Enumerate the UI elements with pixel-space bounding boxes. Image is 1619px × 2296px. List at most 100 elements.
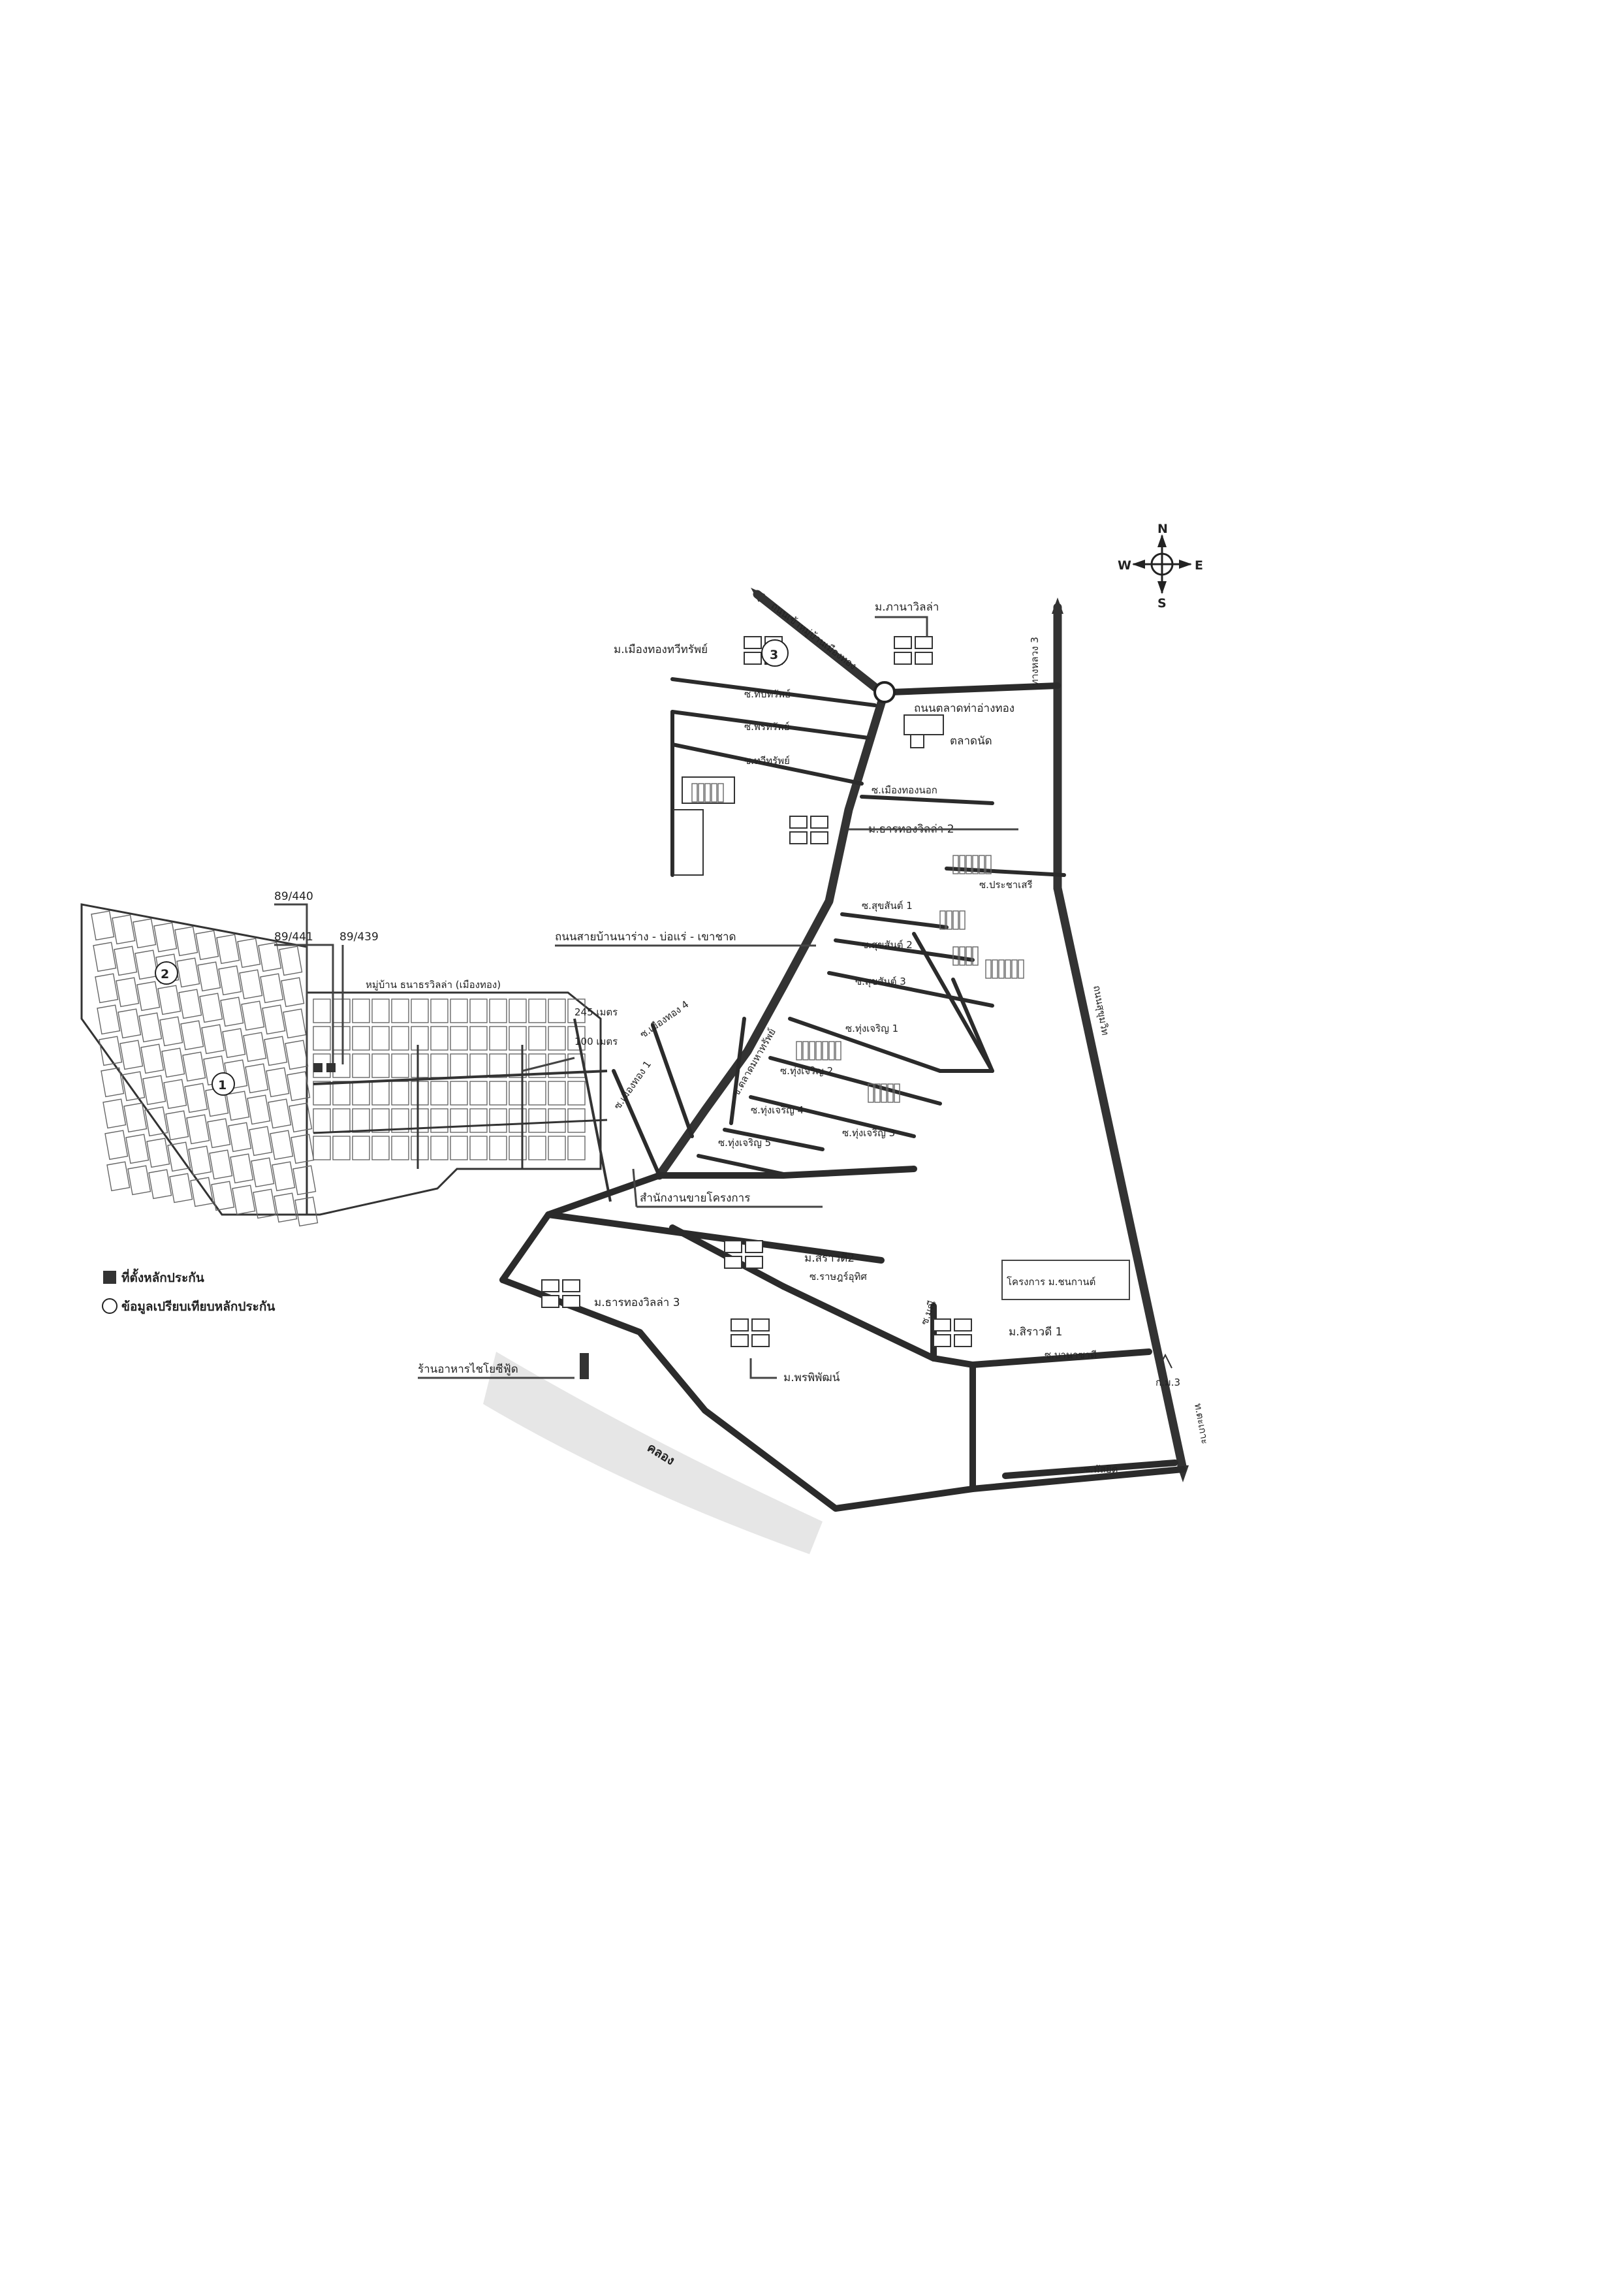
plot-lot	[313, 1108, 331, 1133]
marker-3	[761, 639, 789, 667]
plot-lot	[161, 1047, 185, 1078]
plot-lot	[118, 1008, 142, 1039]
place-pana: ม.ภานาวิลล่า	[875, 601, 939, 614]
plot-lot	[260, 973, 284, 1004]
plot-lot	[165, 1110, 189, 1141]
km-post-icon	[1158, 1353, 1172, 1369]
plot-lot	[106, 1161, 131, 1192]
plot-lot	[253, 1188, 277, 1219]
marker-2-label: 2	[161, 967, 169, 981]
plot-lot	[262, 1004, 286, 1035]
plot-lot	[313, 1081, 331, 1106]
plot-lot	[567, 1136, 586, 1160]
plot-lot	[567, 1081, 586, 1106]
marker-1	[212, 1072, 235, 1096]
soi-label-5: ซ.ประชาเสรี	[979, 879, 1033, 891]
soi-label-13: ซ.ทุ่งเจริญ 5	[718, 1137, 771, 1149]
plot-lot	[391, 998, 409, 1023]
plot-lot	[237, 938, 261, 968]
place-sales-office: สำนักงานขายโครงการ	[640, 1191, 750, 1205]
plot-lot	[268, 1098, 292, 1129]
plot-lot	[371, 998, 390, 1023]
plot-lot	[174, 926, 198, 957]
plot-lot	[176, 957, 200, 988]
compass-n: N	[1157, 522, 1168, 536]
plot-lot	[430, 1081, 448, 1106]
plot-lot	[159, 1016, 183, 1047]
plot-lot	[264, 1036, 288, 1066]
plot-lot	[241, 1000, 265, 1031]
plot-lot	[140, 1044, 165, 1074]
plot-lot	[509, 1081, 527, 1106]
marker-2	[155, 961, 178, 985]
plot-lot	[509, 1108, 527, 1133]
plot-lot	[430, 1108, 448, 1133]
plot-lot	[144, 1106, 168, 1137]
plot-lot	[352, 1053, 370, 1078]
plot-lot	[469, 1136, 488, 1160]
soi-label-8: ซ.สุขสันต์ 3	[855, 976, 906, 988]
plot-lot	[469, 1081, 488, 1106]
plot-lot	[134, 949, 159, 980]
soi-label-10: ซ.ทุ่งเจริญ 2	[780, 1065, 833, 1077]
plot-lot	[167, 1141, 191, 1172]
plot-lot	[138, 1012, 163, 1043]
plot-lot	[352, 1081, 370, 1106]
canal-shading	[483, 1352, 823, 1554]
collateral-marker-440	[313, 1063, 322, 1072]
road-highway-label: ทางหลวง 3	[1029, 637, 1041, 686]
plot-lot	[528, 1108, 546, 1133]
road-talat-label: ถนนตลาดท่าอ่างทอง	[914, 702, 1014, 715]
townhouse-blocks	[691, 783, 1024, 1103]
plot-lot	[469, 998, 488, 1023]
plot-lot	[294, 1196, 319, 1227]
road-network	[499, 588, 1189, 1512]
plot-lot	[93, 942, 117, 972]
plot-lot	[283, 1008, 307, 1039]
plot-lot	[232, 1185, 256, 1215]
plot-89-440-label: 89/440	[274, 890, 313, 903]
plot-lot	[195, 930, 219, 961]
soi-label-12: ซ.ทุ่งเจริญ 4	[751, 1104, 804, 1117]
plot-lot	[430, 1053, 448, 1078]
soi-label-7: ซ.สุขสันต์ 2	[862, 939, 913, 951]
plot-lot	[352, 1026, 370, 1051]
plot-lot	[112, 914, 136, 945]
plot-lot	[142, 1075, 166, 1106]
plot-lot	[391, 1081, 409, 1106]
plot-lot	[313, 1026, 331, 1051]
plot-lot	[243, 1032, 267, 1062]
distance-245: 245 เมตร	[574, 1006, 618, 1018]
plot-lot	[509, 998, 527, 1023]
legend-collateral-label: ที่ตั้งหลักประกัน	[121, 1268, 204, 1285]
plot-lot	[201, 1024, 225, 1055]
plot-lot	[548, 1081, 566, 1106]
plot-lot	[528, 998, 546, 1023]
plot-lot	[180, 1020, 204, 1051]
soi-label-11: ซ.ทุ่งเจริญ 3	[842, 1127, 895, 1140]
marker-3-label: 3	[770, 648, 778, 662]
market-icon	[904, 714, 944, 748]
plot-lot	[281, 977, 305, 1008]
plot-lot	[391, 1026, 409, 1051]
plot-lot	[182, 1051, 206, 1082]
plot-lot	[509, 1053, 527, 1078]
plot-lot	[266, 1067, 290, 1098]
plot-lot	[146, 1138, 170, 1168]
plot-lot	[190, 1177, 214, 1207]
plot-lot	[548, 1136, 566, 1160]
legend-comparable-label: ข้อมูลเปรียบเทียบหลักประกัน	[121, 1299, 275, 1315]
plot-lot	[352, 998, 370, 1023]
plot-lot	[153, 922, 178, 953]
plot-lot	[391, 1108, 409, 1133]
plot-lot	[101, 1067, 125, 1098]
plot-lot	[186, 1114, 210, 1145]
plot-lot	[121, 1071, 146, 1102]
plot-lot	[430, 998, 448, 1023]
road-right-label: ถนนสุขุมวิท	[1090, 985, 1111, 1036]
village-icon	[541, 1279, 580, 1308]
plot-lot	[450, 1136, 468, 1160]
plot-lot	[114, 946, 138, 976]
plot-lot	[548, 1053, 566, 1078]
plot-lot	[211, 1181, 235, 1211]
